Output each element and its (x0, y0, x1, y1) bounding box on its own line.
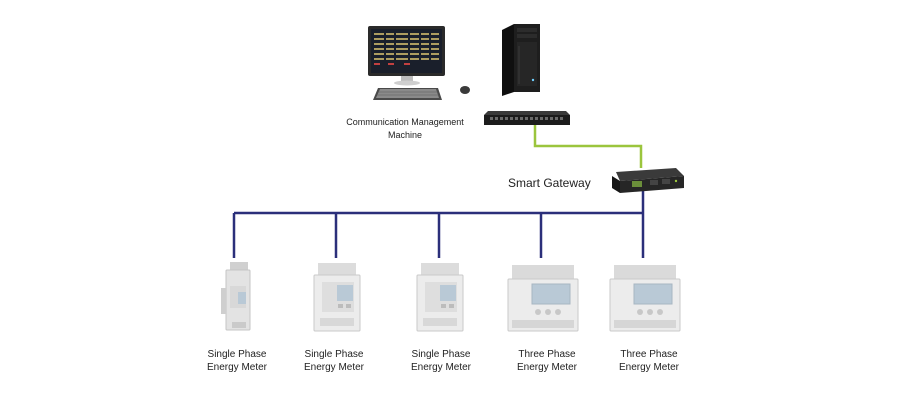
energy-meter-icon (507, 265, 579, 332)
meter-label-3: Single Phase Energy Meter (391, 348, 491, 374)
energy-meter-icon (313, 263, 361, 332)
meter-3-name: Energy Meter (410, 362, 472, 373)
meter-label-5: Three Phase Energy Meter (599, 348, 699, 374)
meter-1-name: Energy Meter (206, 362, 268, 373)
meter-label-4: Three Phase Energy Meter (497, 348, 597, 374)
meter-4-type: Three Phase (518, 349, 576, 360)
energy-meter-icon (416, 263, 464, 332)
meter-5-type: Three Phase (620, 349, 678, 360)
server-tower-icon (502, 24, 540, 96)
keyboard-icon (373, 88, 442, 100)
smart-gateway-label: Smart Gateway (508, 176, 591, 190)
communication-management-label: Communication Management Machine (335, 116, 475, 142)
meter-label-2: Single Phase Energy Meter (284, 348, 384, 374)
network-switch-icon (484, 111, 570, 125)
meter-2-type: Single Phase (304, 349, 364, 360)
meter-3-type: Single Phase (411, 349, 471, 360)
ethernet-link (533, 125, 643, 168)
energy-meter-icon (221, 262, 251, 331)
cm-label-line1: Communication Management (346, 117, 464, 127)
energy-meter-icon (609, 265, 681, 332)
meter-1-type: Single Phase (207, 349, 267, 360)
mouse-icon (460, 86, 470, 94)
rs485-bus (232, 190, 645, 258)
cm-label-line2: Machine (387, 130, 423, 140)
gateway-device-icon (612, 168, 684, 193)
meter-label-1: Single Phase Energy Meter (187, 348, 287, 374)
meter-2-name: Energy Meter (303, 362, 365, 373)
monitor-icon (368, 26, 445, 86)
meter-5-name: Energy Meter (618, 362, 680, 373)
meter-4-name: Energy Meter (516, 362, 578, 373)
